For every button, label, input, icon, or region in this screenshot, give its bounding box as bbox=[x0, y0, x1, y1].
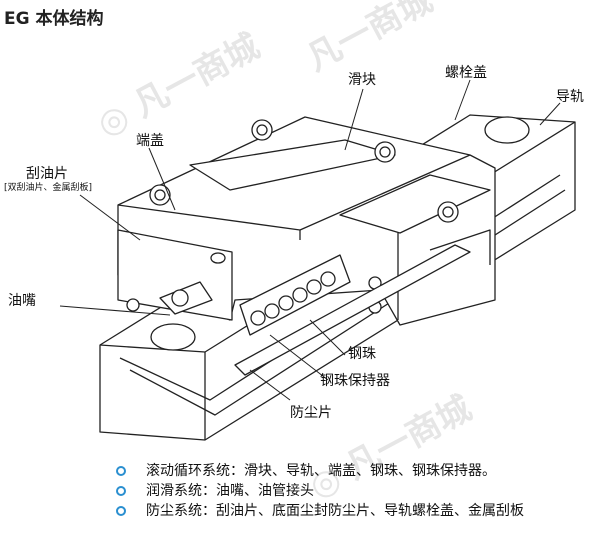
system-text: 防尘系统：刮油片、底面尘封防尘片、导轨螺栓盖、金属刮板 bbox=[146, 503, 524, 519]
label-ball-retainer: 钢珠保持器 bbox=[320, 373, 390, 389]
rail-bolt-hole bbox=[484, 116, 530, 144]
system-text: 润滑系统：油嘴、油管接头 bbox=[146, 483, 314, 499]
label-scraper: 刮油片 bbox=[26, 166, 68, 182]
page-title: EG 本体结构 bbox=[4, 9, 104, 29]
label-rail: 导轨 bbox=[556, 89, 584, 105]
steel-ball-row bbox=[250, 271, 336, 326]
system-item: 滚动循环系统：滑块、导轨、端盖、钢珠、钢珠保持器。 bbox=[116, 461, 524, 481]
ring-bullet-icon bbox=[116, 466, 126, 476]
label-grease-nipple: 油嘴 bbox=[8, 293, 36, 309]
label-dust-seal: 防尘片 bbox=[290, 405, 332, 421]
dust-seal-shape bbox=[234, 244, 471, 376]
rail-bolt-hole bbox=[150, 323, 196, 351]
label-slider-block: 滑块 bbox=[348, 72, 376, 88]
system-list: 滚动循环系统：滑块、导轨、端盖、钢珠、钢珠保持器。 润滑系统：油嘴、油管接头 防… bbox=[116, 461, 524, 521]
system-item: 润滑系统：油嘴、油管接头 bbox=[116, 481, 524, 501]
label-end-cap: 端盖 bbox=[136, 133, 164, 149]
system-item: 防尘系统：刮油片、底面尘封防尘片、导轨螺栓盖、金属刮板 bbox=[116, 501, 524, 521]
ring-bullet-icon bbox=[116, 486, 126, 496]
label-steel-ball: 钢珠 bbox=[348, 346, 376, 362]
label-rail-cap: 螺栓盖 bbox=[445, 65, 487, 81]
system-text: 滚动循环系统：滑块、导轨、端盖、钢珠、钢珠保持器。 bbox=[146, 463, 496, 479]
ring-bullet-icon bbox=[116, 506, 126, 516]
oil-hole bbox=[210, 252, 226, 264]
label-scraper-note: [双刮油片、金属刮板] bbox=[4, 183, 93, 193]
